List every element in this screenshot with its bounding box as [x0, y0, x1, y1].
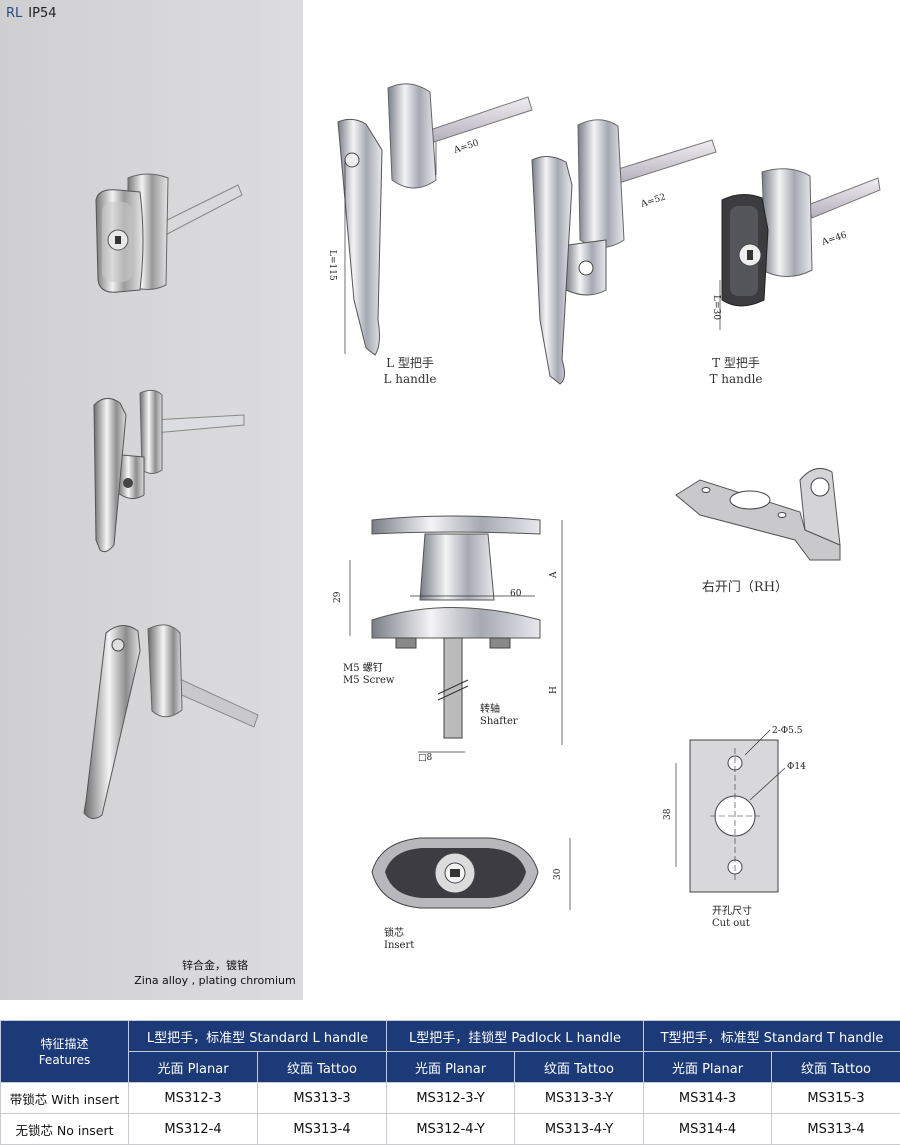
table-cell: MS313-4: [257, 1113, 387, 1145]
bracket-caption: 右开门（RH）: [701, 580, 789, 595]
front-view-drawing: [371, 837, 571, 910]
cutout-holes: 2-Φ5.5: [772, 726, 803, 736]
insert-note: 锁芯 Insert: [384, 928, 414, 952]
section-dim-8: □8: [418, 753, 433, 763]
screw-note-en: M5 Screw: [343, 675, 395, 686]
t-handle-caption: T 型把手 T handle: [696, 355, 776, 387]
l-handle-drawing: [337, 83, 533, 356]
padlock-l-handle-photo: [93, 389, 245, 553]
cutout-center: Φ14: [787, 762, 806, 772]
t-handle-caption-cn: T 型把手: [712, 356, 760, 370]
padlock-dim-a: A=52: [639, 192, 667, 210]
insert-note-cn: 锁芯: [384, 928, 404, 939]
l-handle-caption: L 型把手 L handle: [370, 355, 450, 387]
section-drawing: [349, 515, 563, 753]
table-cell: MS314-3: [643, 1082, 772, 1114]
section-dim-60: 60: [510, 589, 522, 599]
padlock-handle-drawing: [531, 119, 717, 385]
table-cell: MS315-3: [770, 1082, 900, 1114]
cutout-drawing: [675, 729, 786, 893]
series-code: RL: [6, 6, 23, 21]
insert-note-en: Insert: [384, 940, 415, 951]
row-label-no-insert: 无锁芯 No insert: [0, 1113, 129, 1145]
material-en: Zina alloy , plating chromium: [134, 974, 296, 987]
shaft-note-cn: 转轴: [480, 704, 500, 715]
subheader-cell: 光面 Planar: [128, 1051, 258, 1083]
table-cell: MS312-3-Y: [386, 1082, 515, 1114]
t-handle-caption-en: T handle: [709, 372, 763, 386]
material-note: 锌合金，镀铬 Zina alloy , plating chromium: [130, 958, 300, 988]
spec-table: 特征描述 Features L型把手，标准型 Standard L handle…: [0, 1020, 900, 1145]
l-handle-caption-en: L handle: [383, 372, 437, 386]
subheader-cell: 纹面 Tattoo: [514, 1051, 644, 1083]
table-cell: MS312-4: [128, 1113, 258, 1145]
shaft-note-en: Shafter: [480, 716, 518, 727]
technical-drawings: A=50 L=115 A=52 A=46 L=30: [327, 83, 881, 910]
table-cell: MS313-3: [257, 1082, 387, 1114]
section-dim-a: A: [549, 571, 559, 579]
ip-rating: IP54: [28, 6, 57, 21]
cutout-note: 开孔尺寸 Cut out: [712, 906, 752, 930]
table-cell: MS312-4-Y: [386, 1113, 515, 1145]
table-row: 无锁芯 No insert MS312-4 MS313-4 MS312-4-Y …: [0, 1113, 900, 1145]
table-cell: MS313-3-Y: [514, 1082, 644, 1114]
section-dim-h: H: [549, 686, 559, 694]
features-header: 特征描述 Features: [0, 1020, 129, 1083]
screw-note-cn: M5 螺钉: [343, 663, 383, 674]
l-handle-photo: [83, 624, 259, 819]
table-cell: MS313-4: [770, 1113, 900, 1145]
subheader-cell: 纹面 Tattoo: [257, 1051, 387, 1083]
l-dim-a: A=50: [452, 138, 481, 156]
t-handle-drawing: [719, 168, 881, 330]
group-header-standard-t: T型把手，标准型 Standard T handle: [642, 1020, 900, 1052]
l-handle-caption-cn: L 型把手: [386, 356, 434, 370]
material-cn: 锌合金，镀铬: [182, 959, 248, 972]
subheader-cell: 光面 Planar: [643, 1051, 772, 1083]
group-header-standard-l: L型把手，标准型 Standard L handle: [128, 1020, 387, 1052]
features-header-cn: 特征描述: [40, 1036, 89, 1051]
cutout-note-en: Cut out: [712, 918, 750, 929]
group-header-padlock-l: L型把手，挂锁型 Padlock L handle: [386, 1020, 644, 1052]
t-handle-photo: [95, 173, 243, 293]
table-cell: MS313-4-Y: [514, 1113, 644, 1145]
shaft-note: 转轴 Shafter: [480, 704, 518, 728]
cutout-note-cn: 开孔尺寸: [712, 906, 752, 917]
l-dim-l: L=115: [327, 250, 337, 281]
screw-note: M5 螺钉 M5 Screw: [343, 663, 395, 687]
front-dim-30: 30: [553, 868, 563, 880]
table-cell: MS312-3: [128, 1082, 258, 1114]
section-dim-29: 29: [333, 591, 343, 603]
features-header-en: Features: [38, 1052, 91, 1067]
right-hand-bracket: [675, 467, 841, 561]
t-dim-l: L=30: [711, 295, 721, 320]
table-cell: MS314-4: [643, 1113, 772, 1145]
table-row: 带锁芯 With insert MS312-3 MS313-3 MS312-3-…: [0, 1082, 900, 1114]
subheader-cell: 纹面 Tattoo: [770, 1051, 900, 1083]
subheader-cell: 光面 Planar: [386, 1051, 515, 1083]
cutout-dim-38: 38: [663, 808, 673, 820]
t-dim-a: A=46: [820, 230, 849, 248]
row-label-with-insert: 带锁芯 With insert: [0, 1082, 129, 1114]
series-tag: RL IP54: [6, 6, 57, 21]
